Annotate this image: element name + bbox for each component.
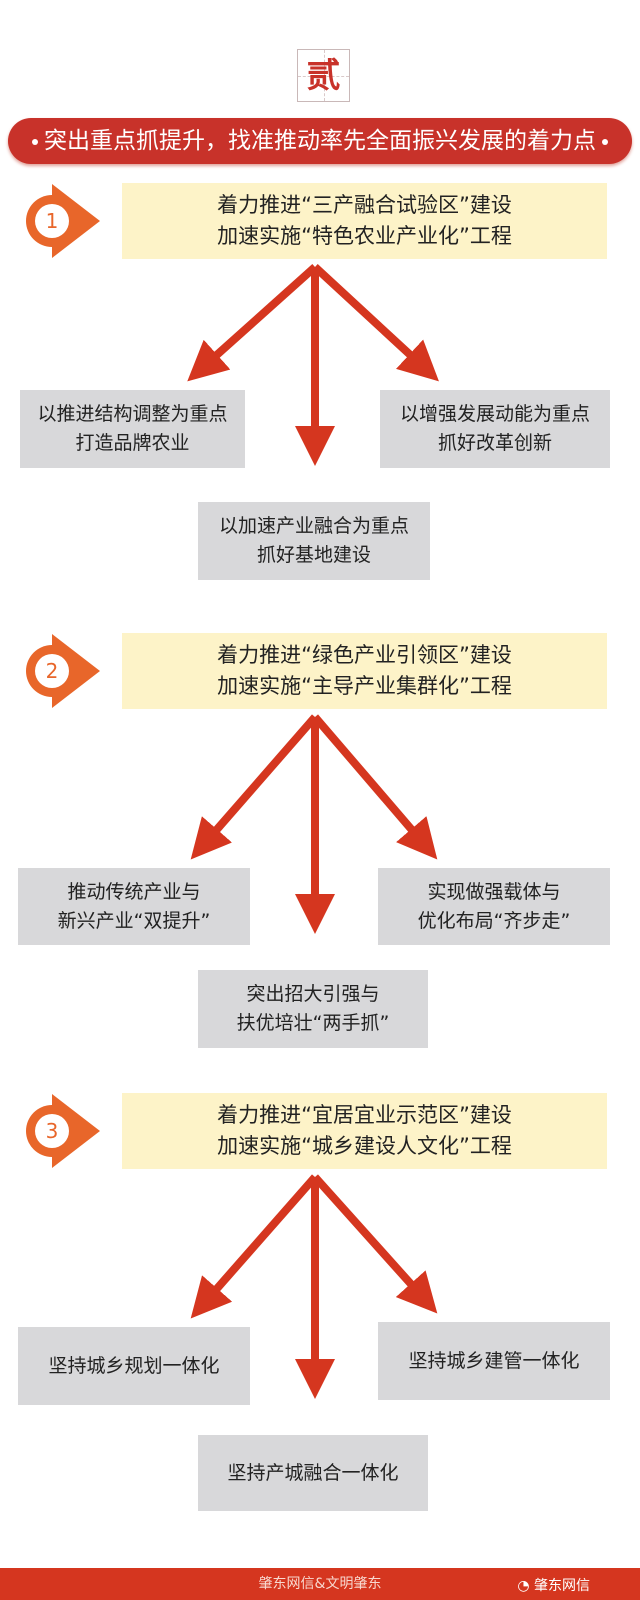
- focus-text: 以加速产业融合为重点: [218, 515, 409, 537]
- focus-text: 以推进结构调整为重点: [37, 403, 228, 425]
- focus-box-middle: 坚持产城融合一体化: [198, 1435, 428, 1511]
- step-number: 3: [46, 1119, 59, 1143]
- banner-text: 突出重点抓提升，找准推动率先全面振兴发展的着力点: [44, 128, 596, 154]
- banner: 突出重点抓提升，找准推动率先全面振兴发展的着力点: [8, 118, 632, 164]
- watermark-text: 肇东网信: [534, 1578, 590, 1594]
- arrow-right: [312, 1174, 438, 1314]
- focus-text: 抓好改革创新: [437, 432, 552, 454]
- step-number: 2: [46, 659, 59, 683]
- focus-text: 优化布局“齐步走”: [417, 909, 571, 932]
- section-heading-2: 着力推进“绿色产业引领区”建设加速实施“主导产业集群化”工程: [122, 633, 607, 709]
- focus-box-middle: 突出招大引强与扶优培壮“两手抓”: [198, 970, 428, 1048]
- focus-text: 坚持城乡规划一体化: [48, 1354, 220, 1377]
- focus-text: 推动传统产业与: [67, 880, 201, 903]
- focus-box-right: 坚持城乡建管一体化: [378, 1322, 610, 1400]
- arrow-right: [311, 714, 438, 860]
- step-badge-1: 1: [24, 182, 102, 260]
- title-char-box: 贰: [297, 49, 350, 102]
- focus-text: 打造品牌农业: [75, 432, 190, 454]
- focus-box-left: 坚持城乡规划一体化: [18, 1327, 250, 1405]
- heading-line-1: 着力推进“三产融合试验区”建设: [217, 193, 512, 217]
- focus-text: 实现做强载体与: [427, 880, 561, 903]
- section-heading-3: 着力推进“宜居宜业示范区”建设加速实施“城乡建设人文化”工程: [122, 1093, 607, 1169]
- focus-box-middle: 以加速产业融合为重点抓好基地建设: [198, 502, 430, 580]
- focus-text: 突出招大引强与: [246, 983, 380, 1005]
- focus-text: 坚持产城融合一体化: [227, 1461, 399, 1484]
- arrow-left: [190, 1174, 319, 1319]
- focus-box-right: 以增强发展动能为重点抓好改革创新: [380, 390, 610, 468]
- heading-line-1: 着力推进“绿色产业引领区”建设: [217, 643, 512, 667]
- heading-line-2: 加速实施“特色农业产业化”工程: [217, 224, 512, 248]
- focus-text: 坚持城乡建管一体化: [408, 1349, 580, 1372]
- footer-text: 肇东网信&文明肇东: [258, 1576, 382, 1592]
- focus-text: 以增强发展动能为重点: [399, 403, 590, 425]
- heading-line-2: 加速实施“主导产业集群化”工程: [217, 674, 512, 698]
- step-number: 1: [46, 209, 59, 233]
- footer-bar: 肇东网信&文明肇东: [0, 1568, 640, 1600]
- arrow-right: [312, 264, 439, 382]
- heading-line-1: 着力推进“宜居宜业示范区”建设: [217, 1103, 512, 1127]
- step-badge-2: 2: [24, 632, 102, 710]
- focus-text: 抓好基地建设: [256, 544, 371, 566]
- title-char: 贰: [306, 56, 341, 96]
- heading-line-2: 加速实施“城乡建设人文化”工程: [217, 1134, 512, 1158]
- arrow-left: [190, 714, 319, 860]
- focus-text: 扶优培壮“两手抓”: [236, 1012, 390, 1034]
- wechat-icon: ◔: [517, 1578, 534, 1594]
- watermark: ◔ 肇东网信: [517, 1575, 590, 1595]
- focus-box-right: 实现做强载体与优化布局“齐步走”: [378, 868, 610, 945]
- arrow-left: [187, 264, 318, 382]
- section-heading-1: 着力推进“三产融合试验区”建设加速实施“特色农业产业化”工程: [122, 183, 607, 259]
- focus-box-left: 以推进结构调整为重点打造品牌农业: [20, 390, 245, 468]
- focus-box-left: 推动传统产业与新兴产业“双提升”: [18, 868, 250, 945]
- focus-text: 新兴产业“双提升”: [57, 909, 211, 932]
- step-badge-3: 3: [24, 1092, 102, 1170]
